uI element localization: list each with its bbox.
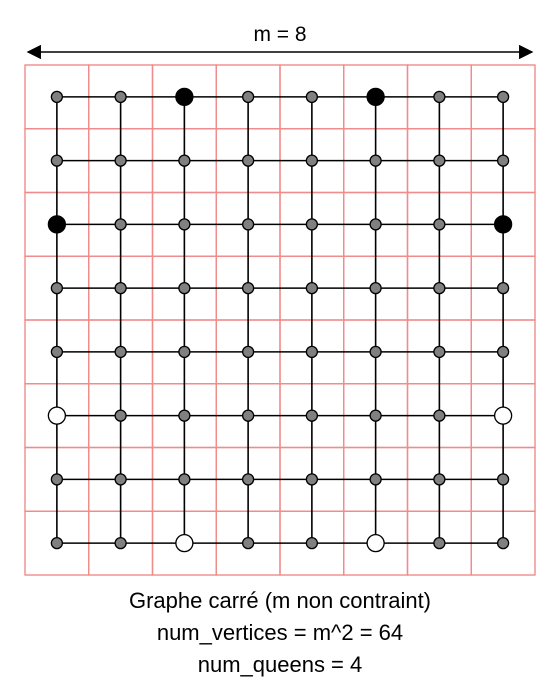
vertex-node	[50, 281, 64, 295]
graph-edges	[56, 96, 504, 544]
vertex-node	[178, 154, 191, 167]
vertex-node	[369, 281, 382, 295]
vertex-node	[433, 281, 446, 295]
vertex-node	[241, 473, 255, 486]
caption-num-vertices: num_vertices = m^2 = 64	[156, 620, 404, 645]
square-graph-diagram: m = 8	[24, 23, 536, 576]
vertex-node	[114, 536, 127, 550]
vertex-node	[305, 409, 319, 422]
vertex-node	[305, 345, 319, 359]
vertex-node	[496, 345, 510, 359]
queen-node-open	[493, 406, 513, 425]
vertex-node	[50, 473, 64, 486]
vertex-node	[241, 536, 255, 550]
queen-node-open	[366, 533, 385, 553]
vertex-node	[496, 90, 510, 104]
vertex-node	[305, 536, 319, 550]
vertex-node	[114, 218, 127, 231]
vertex-node	[50, 154, 64, 167]
caption-num-queens: num_queens = 4	[197, 652, 363, 677]
vertex-node	[305, 154, 319, 167]
vertex-node	[433, 218, 446, 231]
vertex-node	[433, 90, 446, 104]
vertex-node	[241, 154, 255, 167]
queen-node-filled	[366, 87, 385, 107]
queen-node-filled	[175, 87, 194, 107]
vertex-node	[114, 154, 127, 167]
dimension-label: m = 8	[253, 23, 306, 46]
caption-title: Graphe carré (m non contraint)	[128, 588, 432, 613]
vertex-node	[496, 473, 510, 486]
vertex-node	[50, 90, 64, 104]
vertex-node	[241, 409, 255, 422]
vertex-node	[305, 281, 319, 295]
vertex-node	[241, 345, 255, 359]
vertex-node	[241, 281, 255, 295]
vertex-node	[305, 90, 319, 104]
vertex-node	[241, 218, 255, 231]
queen-node-filled	[47, 215, 67, 234]
queen-node-open	[47, 406, 67, 425]
vertex-node	[433, 345, 446, 359]
vertex-node	[114, 409, 127, 422]
vertex-node	[369, 218, 382, 231]
vertex-node	[114, 345, 127, 359]
vertex-node	[114, 473, 127, 486]
vertex-node	[114, 281, 127, 295]
vertex-node	[369, 473, 382, 486]
board-cells	[24, 64, 536, 576]
vertex-node	[369, 345, 382, 359]
vertex-node	[178, 218, 191, 231]
vertex-node	[369, 409, 382, 422]
vertex-node	[305, 218, 319, 231]
vertex-node	[496, 281, 510, 295]
vertex-node	[433, 154, 446, 167]
vertex-node	[433, 536, 446, 550]
vertex-node	[50, 536, 64, 550]
vertex-node	[496, 154, 510, 167]
graph-nodes	[47, 87, 513, 553]
vertex-node	[178, 473, 191, 486]
vertex-node	[178, 281, 191, 295]
vertex-node	[50, 345, 64, 359]
vertex-node	[433, 409, 446, 422]
vertex-node	[178, 345, 191, 359]
queen-node-filled	[493, 215, 513, 234]
vertex-node	[369, 154, 382, 167]
vertex-node	[305, 473, 319, 486]
vertex-node	[114, 90, 127, 104]
vertex-node	[241, 90, 255, 104]
queen-node-open	[175, 533, 194, 553]
vertex-node	[496, 536, 510, 550]
vertex-node	[433, 473, 446, 486]
vertex-node	[178, 409, 191, 422]
